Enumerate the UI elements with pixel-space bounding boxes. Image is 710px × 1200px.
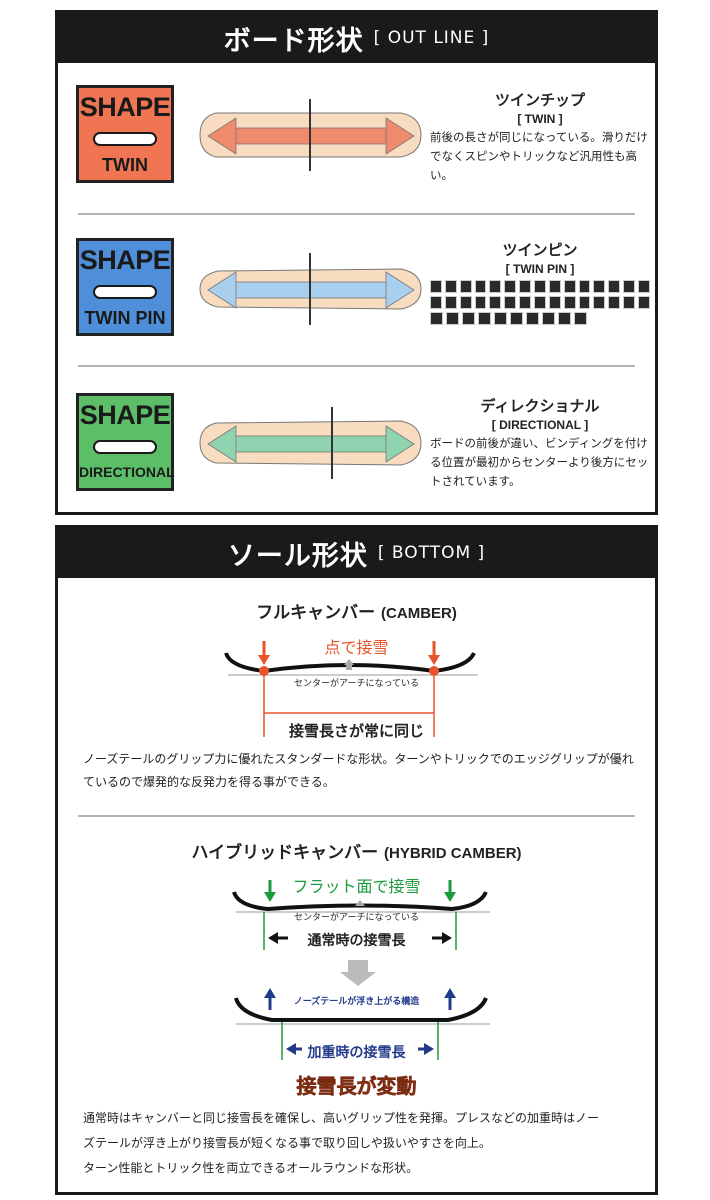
badge-shape-label: SHAPE	[79, 92, 171, 122]
camber-desc: ノーズテールのグリップ力に優れたスタンダードな形状。ターンやトリックでのエッジグ…	[83, 752, 634, 789]
mini-board-icon	[93, 285, 157, 299]
outline-header: ボード形状 [ OUT LINE ]	[58, 13, 655, 63]
badge-shape-label: SHAPE	[79, 245, 171, 275]
bottom-header: ソール形状 [ BOTTOM ]	[58, 528, 655, 578]
hybrid-normal-label: 通常時の接雪長	[307, 933, 406, 949]
hybrid-change-label: 接雪長が変動	[296, 1074, 417, 1099]
twin-shape-badge: SHAPE TWIN	[76, 85, 174, 183]
hybrid-desc-line: ズテールが浮き上がり接雪長が短くなる事で取り回しや扱いやすさを向上。	[83, 1136, 491, 1150]
hybrid-flat-label: フラット面で接雪	[292, 877, 421, 896]
hybrid-title-jp: ハイブリッドキャンバー	[191, 843, 379, 863]
divider	[78, 815, 635, 817]
twin-description: ツインチップ [ TWIN ] 前後の長さが同じになっている。滑りだけでなくスピ…	[430, 89, 650, 185]
hybrid-title-en: (HYBRID CAMBER)	[384, 845, 522, 862]
directional-desc: ボードの前後が違い、ビンディングを付ける位置が最初からセンターより後方にセットさ…	[430, 436, 649, 488]
directional-name-en: [ DIRECTIONAL ]	[491, 418, 589, 432]
down-arrow-icon	[340, 960, 376, 986]
twin-pin-description: ツインピン [ TWIN PIN ]	[430, 239, 650, 325]
camber-title-jp: フルキャンバー	[256, 603, 376, 623]
bottom-panel: ソール形状 [ BOTTOM ] フルキャンバー (CAMBER) 点で接雪 セ…	[55, 525, 658, 1195]
badge-name: TWIN PIN	[84, 308, 166, 328]
camber-diagram	[224, 641, 478, 737]
hybrid-desc-line: ターン性能とトリック性を両立できるオールラウンドな形状。	[83, 1161, 419, 1175]
hybrid-normal-diagram	[232, 880, 490, 950]
hybrid-title: ハイブリッドキャンバー (HYBRID CAMBER)	[58, 838, 655, 863]
twin-name: ツインチップ	[494, 91, 585, 109]
camber-title: フルキャンバー (CAMBER)	[58, 598, 655, 623]
redacted-text-blocks	[430, 280, 650, 325]
badge-shape-label: SHAPE	[79, 400, 171, 430]
bottom-title: ソール形状	[227, 540, 368, 572]
twin-pin-name: ツインピン	[502, 241, 578, 259]
hybrid-lift-label: ノーズテールが浮き上がる構造	[293, 997, 420, 1007]
mini-board-icon	[93, 440, 157, 454]
divider	[78, 213, 635, 215]
twin-desc: 前後の長さが同じになっている。滑りだけでなくスピンやトリックなど汎用性も高い。	[430, 130, 648, 182]
badge-name: DIRECTIONAL	[79, 464, 175, 480]
redacted-row	[430, 296, 650, 309]
hybrid-desc: 通常時はキャンバーと同じ接雪長を確保し、高いグリップ性を発揮。プレスなどの加重時…	[83, 1106, 635, 1181]
directional-board-diagram	[199, 407, 422, 479]
divider	[78, 365, 635, 367]
directional-description: ディレクショナル [ DIRECTIONAL ] ボードの前後が違い、ビンディン…	[430, 395, 650, 491]
camber-arch-label: センターがアーチになっている	[293, 679, 419, 689]
camber-title-en: (CAMBER)	[381, 605, 457, 622]
redacted-row	[430, 312, 650, 325]
twin-pin-board-diagram	[199, 253, 422, 325]
hybrid-arch-label: センターがアーチになっている	[293, 913, 419, 923]
directional-name: ディレクショナル	[480, 397, 600, 415]
redacted-row	[430, 280, 650, 293]
directional-shape-badge: SHAPE DIRECTIONAL	[76, 393, 175, 491]
hybrid-desc-line: 通常時はキャンバーと同じ接雪長を確保し、高いグリップ性を発揮。プレスなどの加重時…	[83, 1111, 600, 1125]
hybrid-loaded-diagram	[234, 988, 490, 1060]
hybrid-load-label: 加重時の接雪長	[307, 1045, 406, 1061]
camber-contact-label: 点で接雪	[324, 638, 389, 657]
twin-pin-name-en: [ TWIN PIN ]	[505, 262, 575, 276]
mini-board-icon	[93, 132, 157, 146]
badge-name: TWIN	[102, 155, 148, 175]
camber-length-label: 接雪長さが常に同じ	[288, 722, 424, 740]
twin-name-en: [ TWIN ]	[517, 112, 563, 126]
outline-title: ボード形状	[223, 25, 364, 57]
outline-title-en: [ OUT LINE ]	[373, 28, 490, 48]
twin-board-diagram	[199, 99, 422, 171]
twin-pin-shape-badge: SHAPE TWIN PIN	[76, 238, 174, 336]
bottom-title-en: [ BOTTOM ]	[377, 543, 486, 563]
outline-panel: ボード形状 [ OUT LINE ] SHAPE TWIN ツインチップ [ T…	[55, 10, 658, 515]
